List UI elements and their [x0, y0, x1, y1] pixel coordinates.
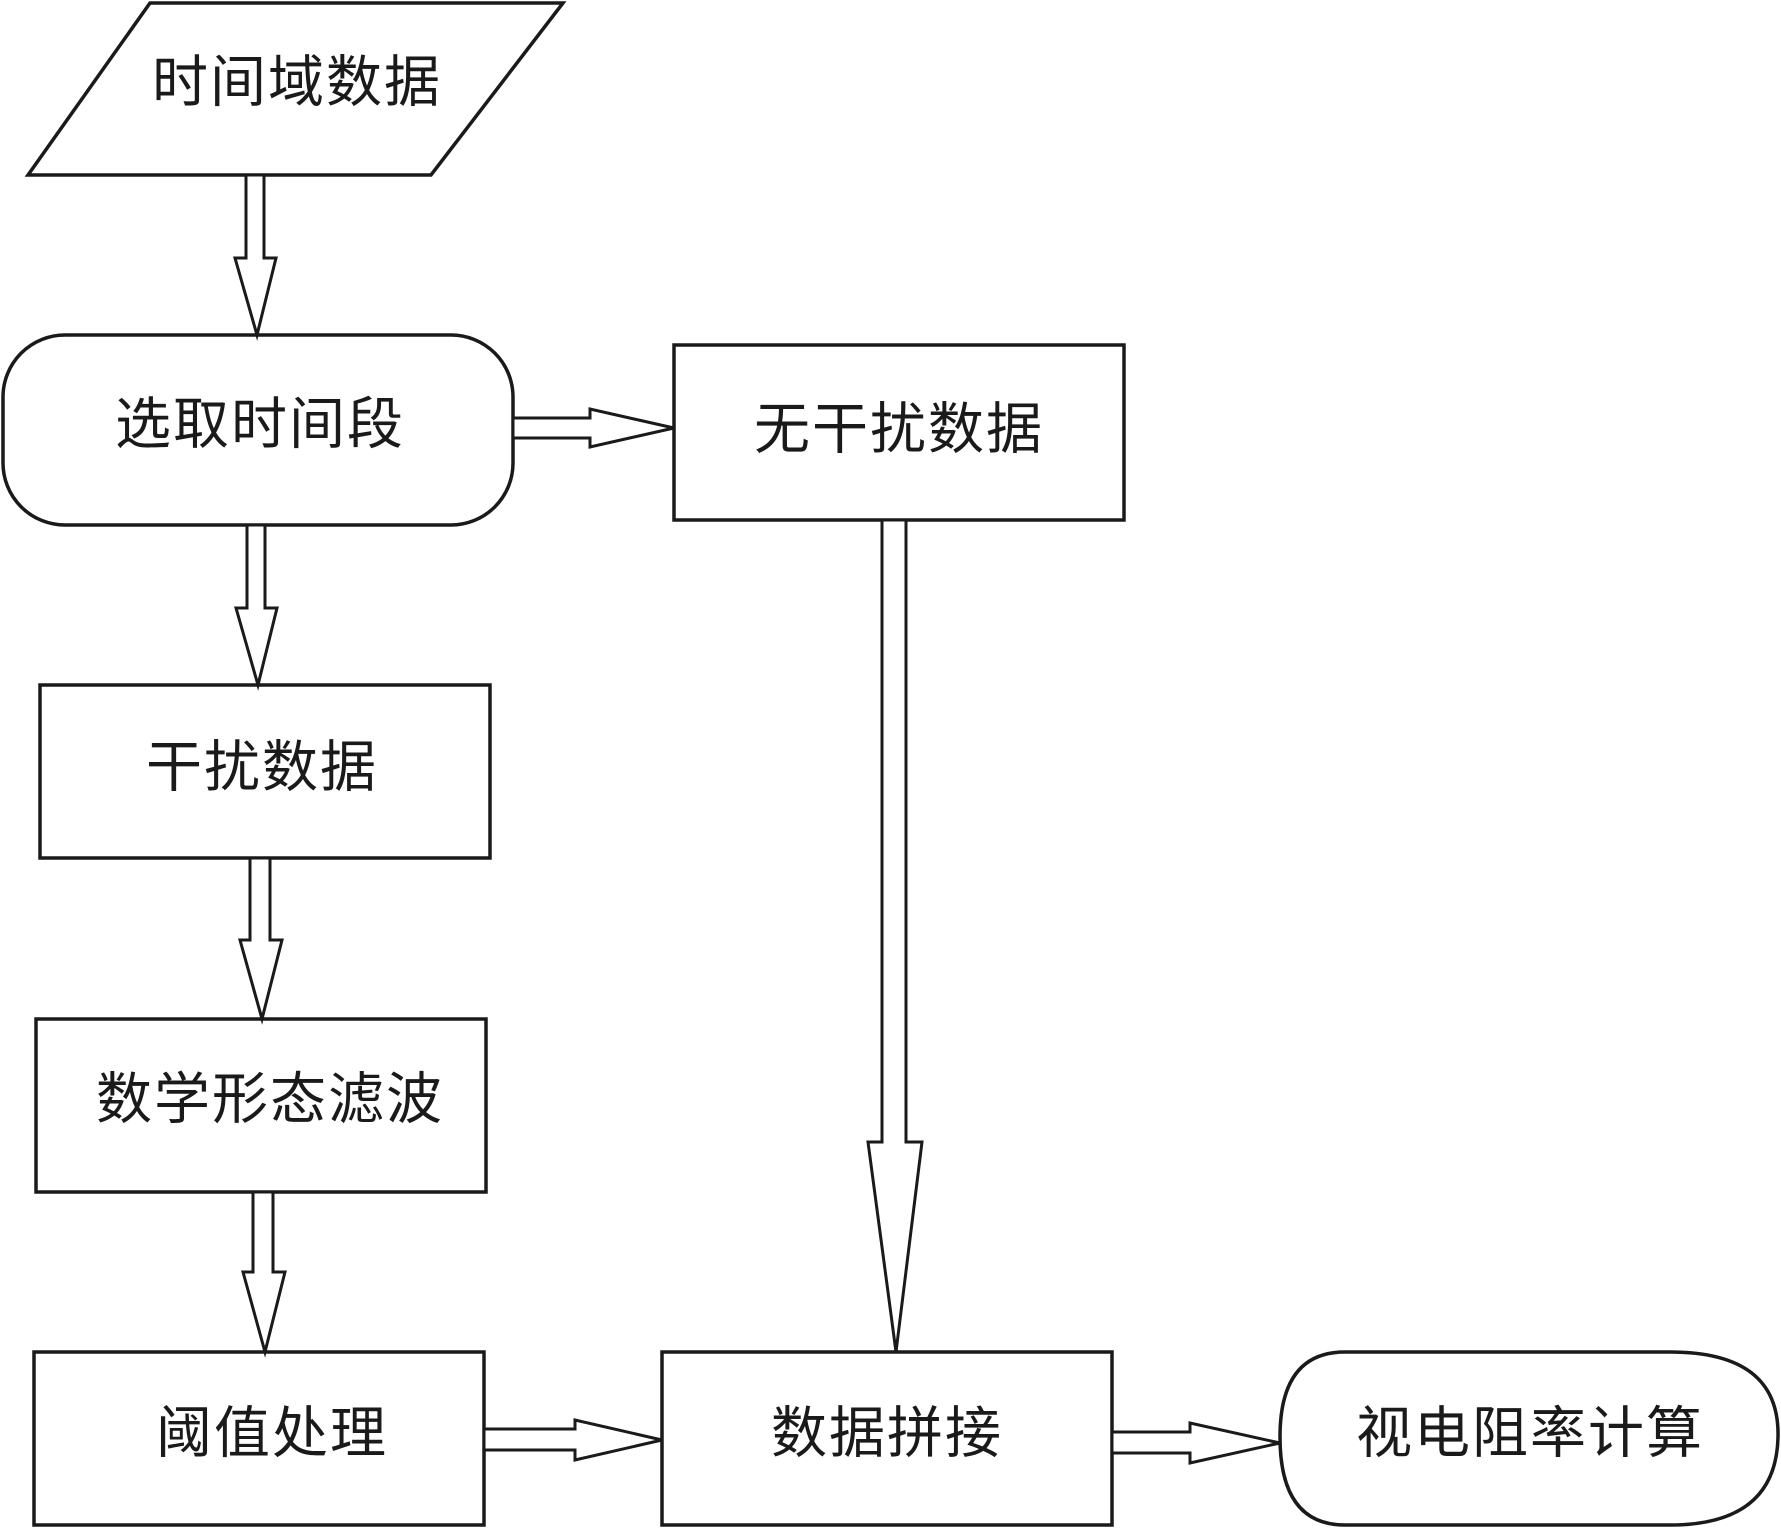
arrow-down: [233, 173, 278, 341]
arrow-down: [238, 856, 284, 1025]
arrow-right: [482, 1418, 663, 1462]
arrow-down-long: [866, 518, 924, 1353]
node-label: 数学形态滤波: [96, 1068, 444, 1133]
node-interference-free-data: 无干扰数据: [672, 343, 1126, 522]
node-label: 无干扰数据: [754, 398, 1044, 463]
node-label: 选取时间段: [115, 393, 405, 458]
node-select-time-period: 选取时间段: [1, 333, 515, 527]
process-box: [672, 343, 1126, 522]
node-label: 数据拼接: [771, 1402, 1003, 1467]
node-label: 阈值处理: [156, 1402, 388, 1467]
input-parallelogram: [24, 1, 567, 177]
process-box: [38, 683, 492, 860]
node-label: 时间域数据: [152, 51, 442, 116]
node-time-domain-data: 时间域数据: [24, 1, 567, 177]
node-label: 干扰数据: [146, 736, 378, 801]
node-apparent-resistivity-calc: 视电阻率计算: [1278, 1350, 1780, 1527]
arrow-right: [511, 407, 675, 449]
arrow-down: [234, 523, 279, 691]
node-label: 视电阻率计算: [1356, 1402, 1704, 1467]
terminal-box: [1278, 1350, 1780, 1527]
arrow-right: [1110, 1421, 1281, 1465]
node-data-splicing: 数据拼接: [660, 1350, 1114, 1527]
node-morphological-filtering: 数学形态滤波: [34, 1017, 488, 1194]
process-box: [32, 1350, 486, 1527]
node-threshold-processing: 阈值处理: [32, 1350, 486, 1527]
process-box: [34, 1017, 488, 1194]
arrow-down: [241, 1190, 287, 1358]
node-interference-data: 干扰数据: [38, 683, 492, 860]
